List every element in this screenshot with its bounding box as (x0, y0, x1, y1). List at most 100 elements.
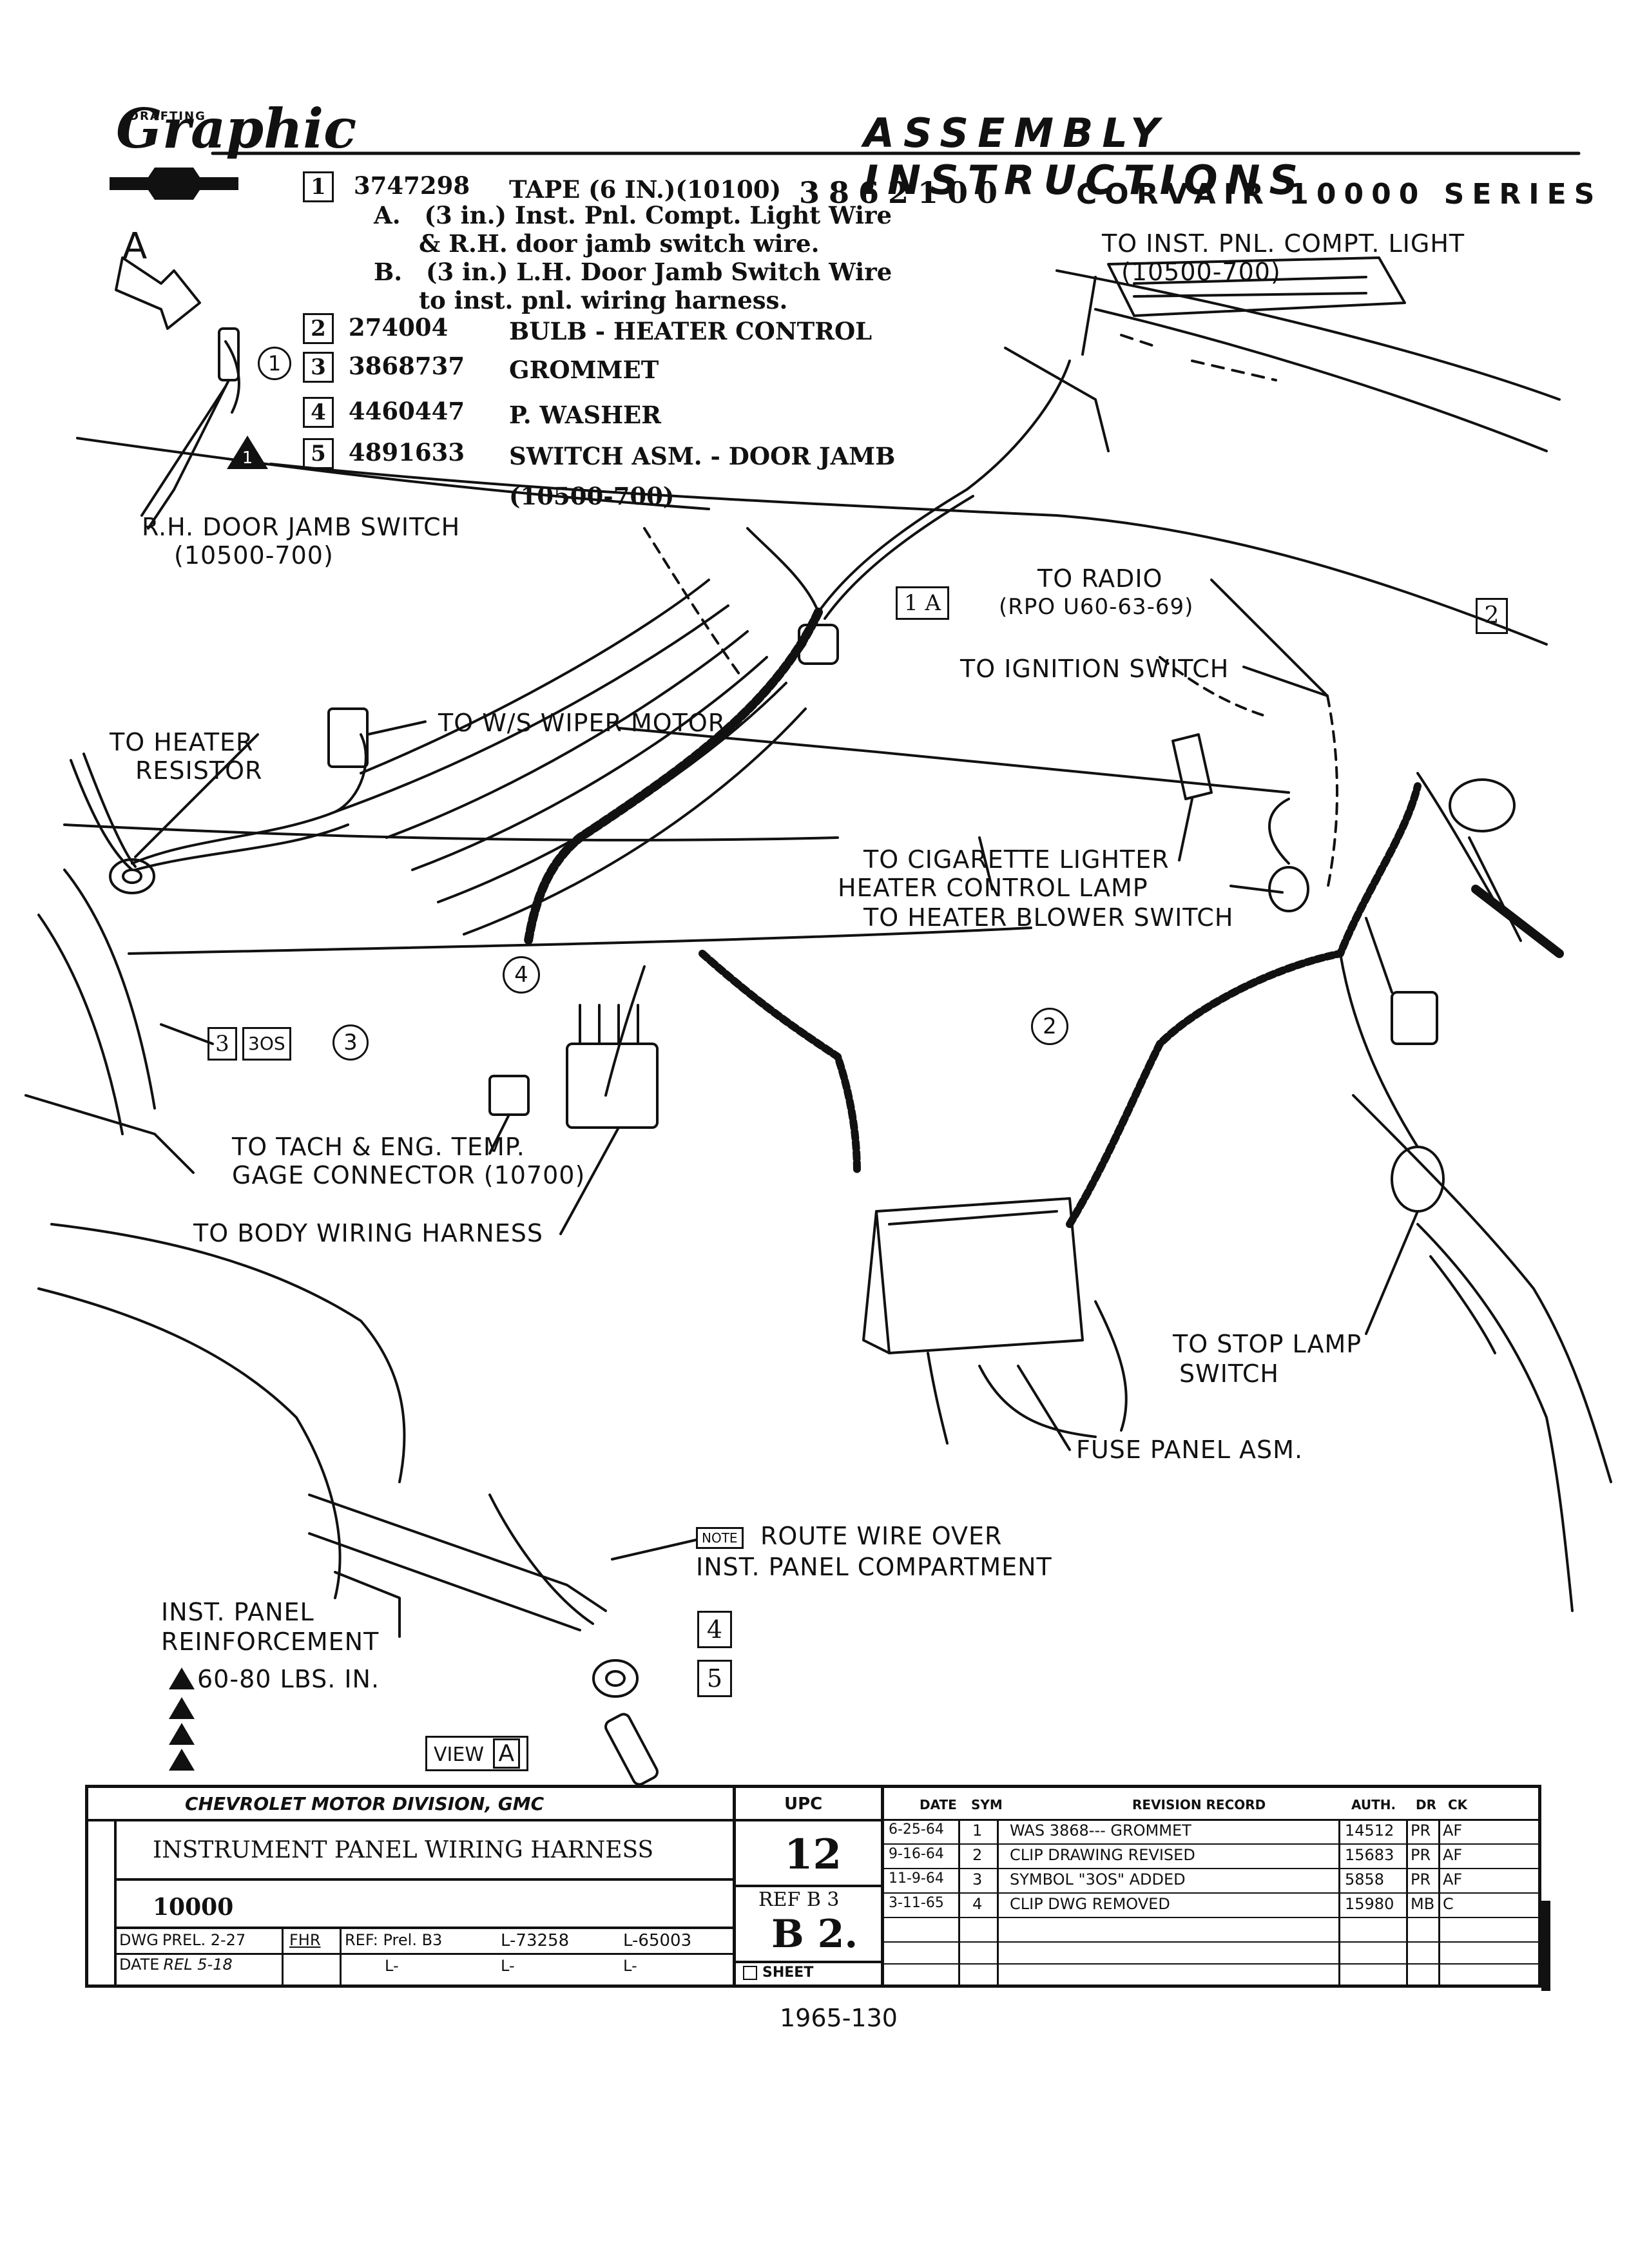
item-number-box: 1 (303, 171, 334, 202)
upc-value: 12 (784, 1831, 842, 1879)
title-block: CHEVROLET MOTOR DIVISION, GMC UPC INSTRU… (85, 1785, 1541, 1988)
item-number-box: 4 (303, 397, 334, 428)
rev-header-ck: CK (1448, 1797, 1468, 1812)
torque-triangle-icon (169, 1667, 195, 1689)
label-to-tach: TO TACH & ENG. TEMP. (232, 1133, 525, 1161)
callout-box-5: 5 (697, 1660, 732, 1697)
label-inst-panel: INST. PANEL (161, 1598, 314, 1626)
label-to-radio: TO RADIO (1037, 564, 1163, 593)
triangle-callout-1: 1 (242, 448, 253, 468)
part-description: BULB - HEATER CONTROL (509, 317, 872, 345)
ref-l-blank-3: L- (623, 1957, 637, 1975)
note-label: B. (374, 258, 403, 286)
tape-note-b-line2: to inst. pnl. wiring harness. (419, 286, 788, 314)
series-subtitle: CORVAIR 10000 SERIES (1076, 178, 1603, 211)
upc-label: UPC (784, 1794, 823, 1814)
label-to-heater-resistor-2: RESISTOR (135, 756, 263, 785)
part-number: 4460447 (348, 397, 465, 425)
callout-box-2: 2 (1476, 598, 1508, 634)
assembly-number: 3862100 (799, 175, 1007, 210)
fuse-panel (875, 1197, 1084, 1354)
item-number-box: 5 (303, 438, 334, 469)
part-number: 4891633 (348, 438, 465, 466)
torque-triangle-icon-3 (169, 1723, 195, 1745)
item-number-box: 3 (303, 352, 334, 383)
part-number: 3747298 (353, 171, 470, 200)
connector-1a (798, 624, 839, 665)
label-to-stop-lamp-2: SWITCH (1179, 1360, 1279, 1388)
tape-note-b: B. (3 in.) L.H. Door Jamb Switch Wire (374, 258, 892, 286)
parts-item-4: 4 4460447 P. WASHER (303, 397, 661, 429)
ref-l2: L-65003 (623, 1931, 692, 1950)
label-to-cig-lighter: TO CIGARETTE LIGHTER (863, 845, 1170, 874)
drawing-name: INSTRUMENT PANEL WIRING HARNESS (153, 1837, 654, 1863)
label-heater-control-lamp: HEATER CONTROL LAMP (838, 874, 1148, 902)
callout-box-4: 4 (697, 1611, 732, 1648)
page-title: ASSEMBLY INSTRUCTIONS (863, 110, 1307, 204)
tach-connector (488, 1075, 530, 1116)
drawing-series: 10000 (153, 1894, 234, 1921)
heater-duct (360, 579, 710, 774)
logo-small-text: DRAFTING (129, 110, 206, 123)
grommet-left (109, 858, 155, 894)
dash-top-outline (1055, 269, 1561, 401)
division-label: CHEVROLET MOTOR DIVISION, GMC (185, 1793, 545, 1814)
torque-triangle-icon-2 (169, 1697, 195, 1719)
label-route-wire: ROUTE WIRE OVER (760, 1522, 1003, 1550)
label-to-ignition: TO IGNITION SWITCH (960, 655, 1229, 683)
item-number-box: 2 (303, 313, 334, 344)
label-to-stop-lamp: TO STOP LAMP (1173, 1330, 1362, 1358)
door-jamb-switch (604, 1713, 659, 1786)
logo-script: Graphic (116, 97, 357, 160)
tape-note-a-line2: & R.H. door jamb switch wire. (419, 229, 820, 258)
triangle-icon (227, 436, 268, 469)
left-pillar (63, 869, 156, 1110)
ref-value: B 2. (771, 1912, 858, 1957)
view-a-letter: A (122, 226, 148, 267)
parts-item-1: 1 3747298 TAPE (6 IN.)(10100) (303, 171, 781, 204)
view-letter: A (492, 1738, 521, 1769)
note-text: (3 in.) L.H. Door Jamb Switch Wire (426, 258, 892, 286)
callout-box-3: 3 (207, 1027, 237, 1061)
washer (592, 1659, 639, 1698)
label-to-heater-resistor: TO HEATER (110, 728, 254, 756)
label-rh-door-jamb-range: (10500-700) (174, 541, 334, 570)
circle-callout-3: 3 (333, 1024, 369, 1061)
label-to-radio-rpo: (RPO U60-63-69) (999, 594, 1194, 620)
rev-header-dr: DR (1416, 1797, 1437, 1812)
right-harness (1066, 782, 1422, 1228)
body-connector (566, 1043, 659, 1129)
view-a-arrow (115, 256, 201, 330)
part-description: TAPE (6 IN.)(10100) (509, 175, 782, 204)
parts-item-3: 3 3868737 GROMMET (303, 352, 659, 384)
part-number: 3868737 (348, 352, 465, 380)
label-to-ws-wiper: TO W/S WIPER MOTOR (438, 709, 726, 737)
circle-callout-2: 2 (1031, 1008, 1068, 1045)
circle-callout-4: 4 (503, 956, 540, 994)
label-to-inst-pnl-light-range: (10500-700) (1121, 258, 1281, 286)
note-tag: NOTE (696, 1527, 744, 1549)
drawn-by: FHR (289, 1931, 321, 1949)
ref-text: REF: Prel. B3 (345, 1931, 443, 1949)
ref-l1: L-73258 (501, 1931, 570, 1950)
label-to-inst-pnl-light: TO INST. PNL. COMPT. LIGHT (1102, 229, 1465, 258)
parts-item-5: 5 4891633 SWITCH ASM. - DOOR JAMB (303, 438, 895, 470)
circle-callout-1: 1 (258, 347, 291, 380)
reinforcement (50, 1223, 406, 1483)
ref-l-blank-2: L- (501, 1957, 515, 1975)
rev-header-auth: AUTH. (1351, 1797, 1396, 1812)
rev-header-sym: SYM (971, 1797, 1003, 1812)
title-block-edge (1541, 1901, 1550, 1991)
label-torque: 60-80 LBS. IN. (197, 1665, 380, 1693)
note-label: A. (374, 201, 401, 229)
ref-label: REF B 3 (758, 1888, 840, 1911)
ref-l-blank-1: L- (385, 1957, 399, 1975)
label-to-tach-2: GAGE CONNECTOR (10700) (232, 1161, 586, 1189)
part-description: P. WASHER (509, 401, 661, 429)
main-harness (524, 608, 823, 945)
torque-triangle-icon-4 (169, 1749, 195, 1771)
panel-edge-line (269, 463, 1548, 646)
